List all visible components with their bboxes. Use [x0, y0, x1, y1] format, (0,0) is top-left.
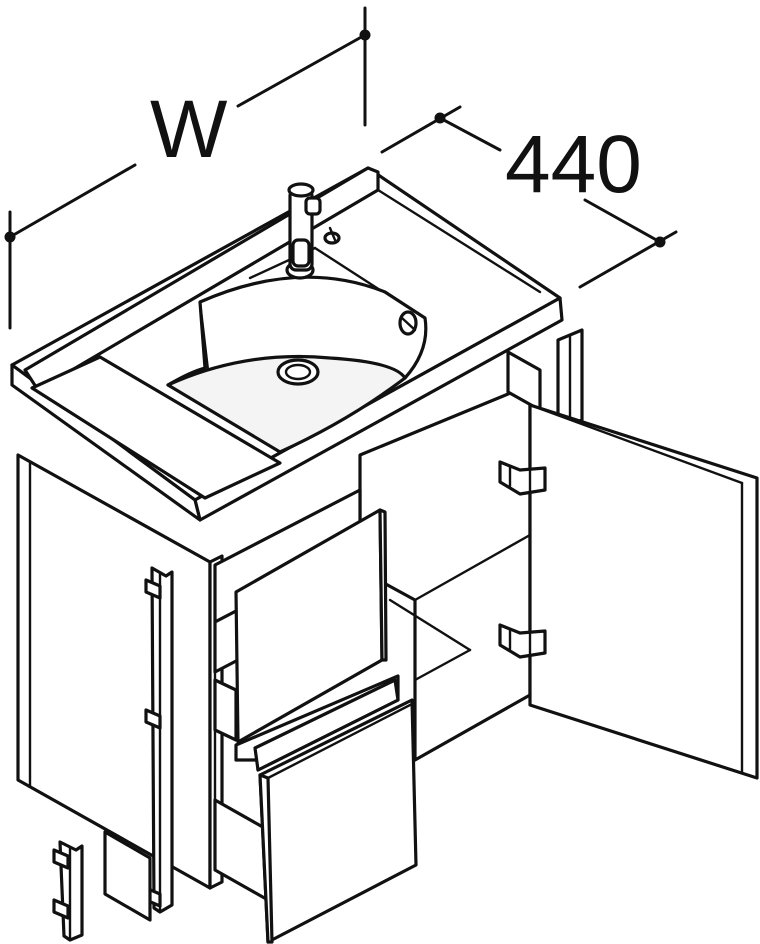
cabinet-left-side [16, 453, 224, 890]
open-door-right [528, 403, 759, 780]
width-dimension: W [4, 6, 371, 330]
faucet-icon [285, 182, 341, 280]
lower-left-panel [52, 830, 152, 942]
hinge-lower [498, 623, 547, 659]
upper-drawer-front [234, 508, 388, 744]
left-door-handle [144, 566, 174, 914]
depth-dimension: 440 [380, 105, 678, 289]
hinge-upper [498, 460, 547, 496]
washbasin [166, 246, 428, 454]
drain-icon [276, 358, 320, 386]
rear-side-panel [556, 328, 584, 432]
depth-label: 440 [505, 119, 642, 210]
width-label: W [150, 84, 228, 175]
lower-drawer [234, 674, 418, 944]
